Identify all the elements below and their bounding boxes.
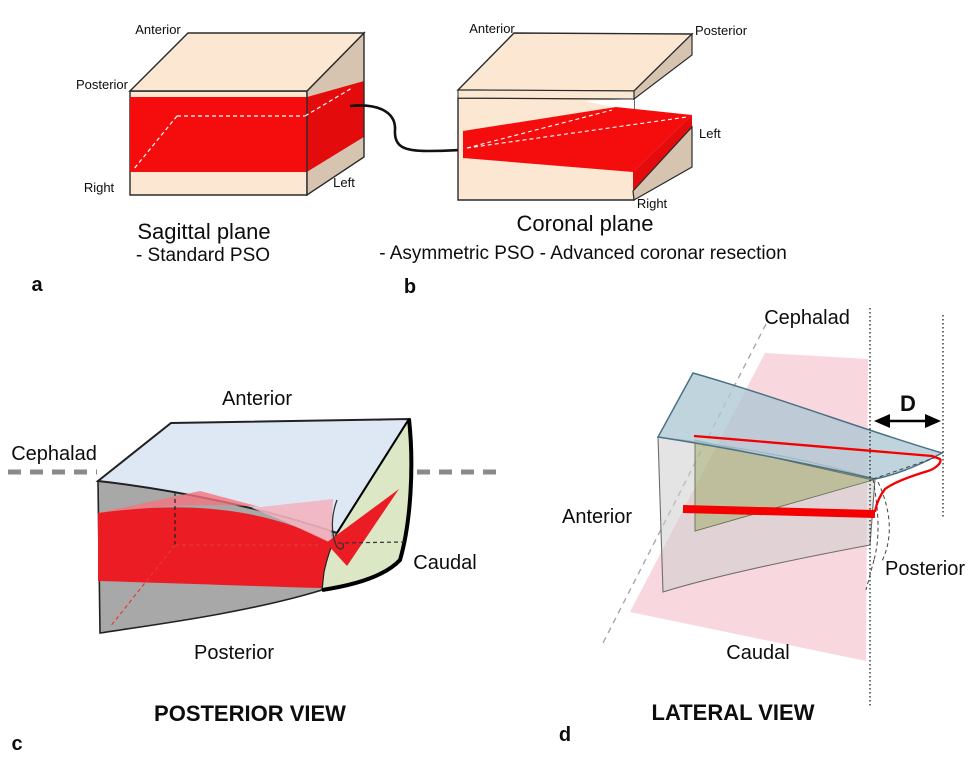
panel-c-label-posterior: Posterior <box>194 642 274 664</box>
panel-a-label-right: Right <box>84 180 115 195</box>
panel-a-cut-plane-hidden-edge-side <box>304 87 353 117</box>
panel-a: Anterior Posterior Right Left Sagittal p… <box>31 22 366 296</box>
panel-b-lower-side-face <box>632 125 693 201</box>
panel-b-label-posterior: Posterior <box>695 23 748 38</box>
panel-d-caption-title: LATERAL VIEW <box>652 700 815 725</box>
panel-d-superior-face <box>656 372 944 480</box>
panel-d-label-caudal: Caudal <box>726 642 789 664</box>
panel-a-caption-title: Sagittal plane <box>137 219 270 244</box>
panel-a-side-face-upper <box>307 33 364 97</box>
panel-a-label-anterior: Anterior <box>135 22 181 37</box>
panel-d-distance-arrowhead-left-icon <box>874 414 890 428</box>
panel-c-label-caudal: Caudal <box>413 552 476 574</box>
panel-b-wedge-hidden-edge-1 <box>466 109 613 149</box>
panel-a-label-left: Left <box>333 175 355 190</box>
panel-b-caption-title: Coronal plane <box>517 211 654 236</box>
panel-a-top-face <box>128 32 366 92</box>
panel-d-distance-arrowhead-right-icon <box>925 414 941 428</box>
panel-a-cut-plane-hidden-edge-left <box>132 115 178 171</box>
panel-d-distance-label: D <box>900 391 916 416</box>
panel-b-letter: b <box>404 276 416 298</box>
panel-b-wedge-hidden-edge-2 <box>466 116 688 149</box>
panel-d-osteotomy-cut-line <box>693 434 942 513</box>
panel-a-side-face-lower <box>307 137 364 195</box>
panel-c-caudal-face-thick-outline <box>321 418 414 592</box>
panel-d-ghost-edge-4 <box>865 559 875 591</box>
panel-c-label-anterior: Anterior <box>222 388 292 410</box>
panel-a-letter: a <box>31 274 43 296</box>
panel-d-resection-plane-bar <box>682 505 876 518</box>
panel-c-caudal-face-left-edge <box>336 418 410 534</box>
panel-b-upper-slab-front-edge <box>457 89 635 100</box>
panel-c-hinge-notch-curve <box>331 499 345 550</box>
panel-d-letter: d <box>559 724 571 746</box>
panel-c-wedge-caudal-exit <box>326 489 399 566</box>
panel-b: Anterior Posterior Left Right Coronal pl… <box>379 21 787 298</box>
panel-d-ghost-edge-1 <box>872 456 938 480</box>
panel-b-upper-slab-side-face <box>633 32 693 101</box>
panel-c: Cephalad Anterior Caudal Posterior POSTE… <box>8 388 500 755</box>
panel-a-caption-subtitle: - Standard PSO <box>136 245 270 266</box>
panel-d-label-posterior: Posterior <box>885 558 965 580</box>
panel-c-wedge-inner-face <box>252 499 333 543</box>
panel-b-resection-wedge-side <box>633 115 692 191</box>
panel-c-caption-title: POSTERIOR VIEW <box>154 701 346 726</box>
connector-arrow <box>349 104 474 157</box>
panel-d-label-cephalad: Cephalad <box>764 307 850 329</box>
panel-b-label-anterior: Anterior <box>469 21 515 36</box>
panel-a-side-resection-wedge <box>307 81 364 172</box>
panel-d-ghost-edge-2 <box>872 478 879 561</box>
panel-d-ghost-edge-3 <box>877 481 890 564</box>
connector-arrow-shaft <box>349 104 463 153</box>
panel-c-label-cephalad: Cephalad <box>11 443 97 465</box>
panel-c-letter: c <box>11 733 22 755</box>
panel-a-label-posterior: Posterior <box>76 77 129 92</box>
panel-b-resection-wedge-top <box>463 107 692 172</box>
panel-c-wedge-upper-face <box>98 491 260 513</box>
panel-b-caption-subtitle: - Asymmetric PSO - Advanced coronar rese… <box>379 243 787 264</box>
panel-c-hidden-wedge-edge-diagonal <box>109 544 176 628</box>
panel-b-label-left: Left <box>699 126 721 141</box>
panel-b-label-right: Right <box>637 196 668 211</box>
panel-d: D Cephalad Anterior Posterior Caudal LAT… <box>559 307 965 746</box>
panel-d-label-anterior: Anterior <box>562 506 632 528</box>
panel-a-resection-band <box>130 97 307 172</box>
